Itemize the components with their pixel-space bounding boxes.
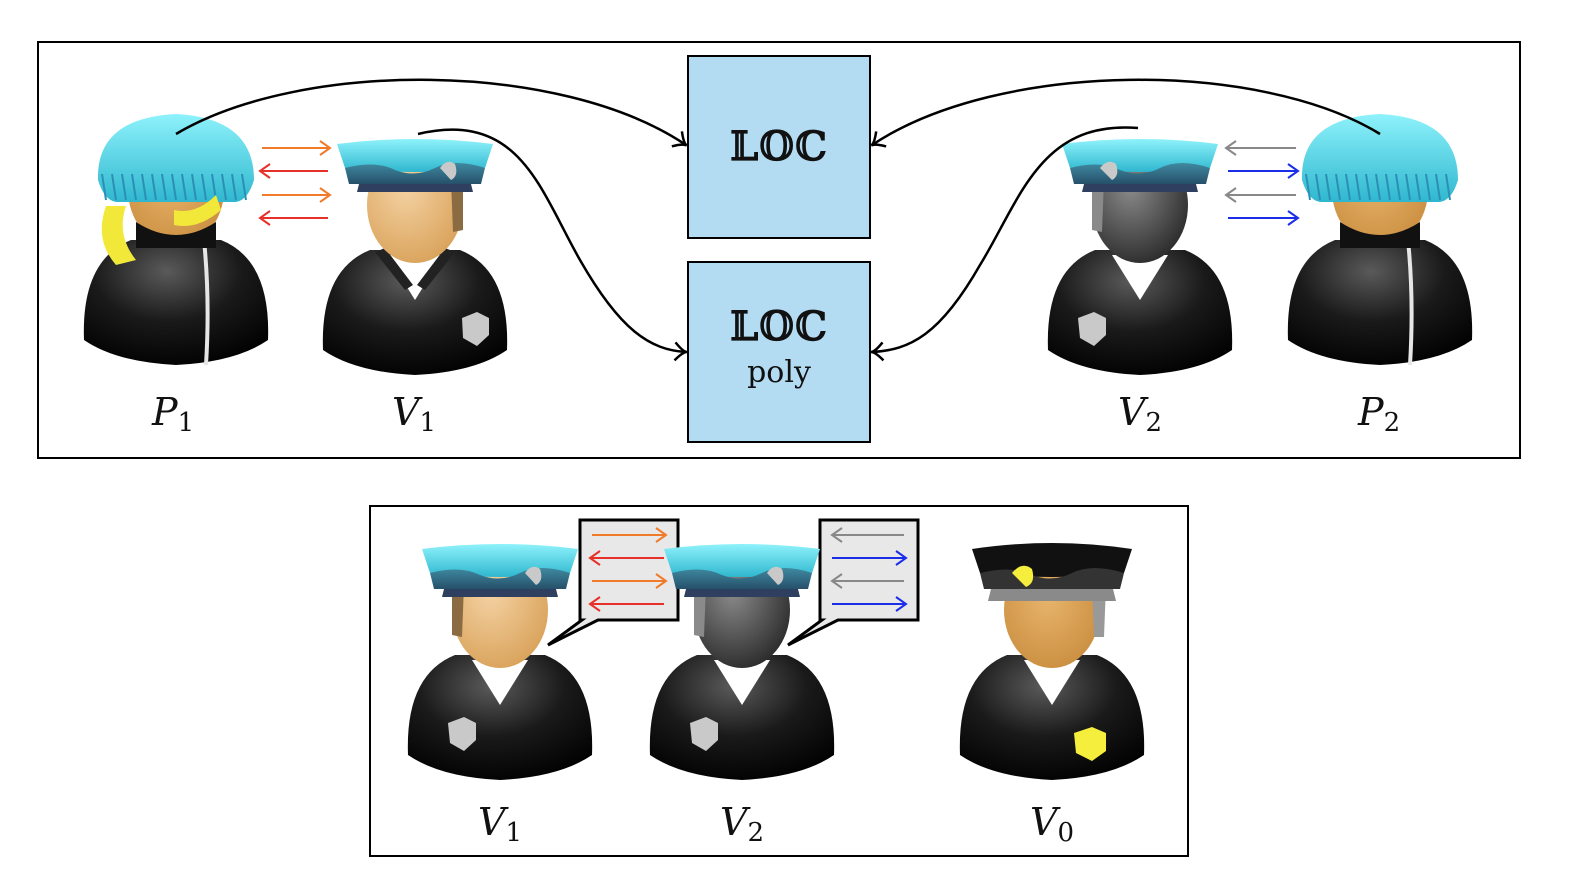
top-panel-frame <box>37 41 1521 459</box>
arrow-v2-to-loc-poly <box>870 126 1139 362</box>
prover-p1-figure <box>81 112 271 367</box>
bottom-verifier-v1-figure <box>407 544 593 780</box>
loc-box <box>687 55 871 239</box>
loc-poly-box <box>687 261 871 443</box>
label-v2: V2 <box>1118 390 1162 438</box>
prover-p2-figure <box>1285 112 1475 367</box>
v1-speech-bubble <box>547 518 680 647</box>
v2-p2-message-arrows <box>1224 140 1300 226</box>
label-p1: P1 <box>151 390 194 438</box>
verifier-v1-figure <box>322 139 508 375</box>
label-p2: P2 <box>1357 390 1400 438</box>
label-bottom-v2: V2 <box>720 800 764 848</box>
arrow-p2-to-loc <box>870 78 1381 148</box>
label-bottom-v0: V0 <box>1030 800 1074 848</box>
loc-poly-box-subtitle: poly <box>747 355 811 390</box>
connection-arrows <box>175 78 1381 362</box>
verifier-v2-figure <box>1047 139 1233 375</box>
v2-speech-bubble <box>787 518 920 647</box>
arrow-v1-to-loc-poly <box>417 128 688 362</box>
bottom-panel-frame <box>369 505 1189 857</box>
bottom-verifier-v0-figure <box>959 543 1145 780</box>
loc-poly-box-title: 𝕃𝕆ℂ <box>730 303 828 350</box>
label-v1: V1 <box>392 390 436 438</box>
p1-v1-message-arrows <box>258 140 332 226</box>
bottom-verifier-v2-figure <box>649 544 835 780</box>
arrow-p1-to-loc <box>175 78 688 148</box>
loc-box-label: 𝕃𝕆ℂ <box>730 123 828 170</box>
label-bottom-v1: V1 <box>478 800 522 848</box>
